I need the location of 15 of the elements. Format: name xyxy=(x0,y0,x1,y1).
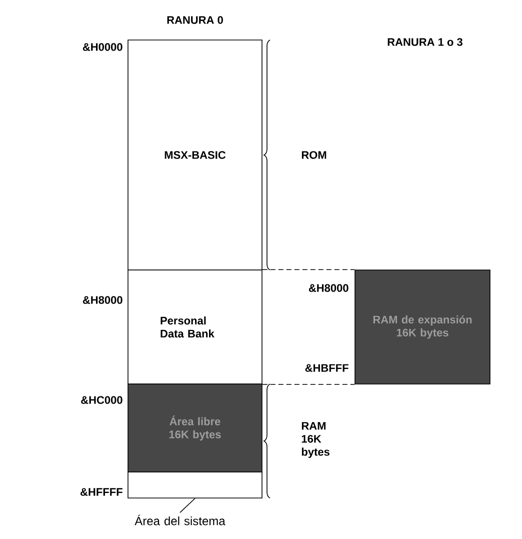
leader-line xyxy=(180,498,196,513)
memory-block xyxy=(128,472,262,498)
slot-heading: RANURA 1 o 3 xyxy=(388,38,462,46)
dashed-line xyxy=(262,384,355,385)
address-label: &HC000 xyxy=(81,396,122,404)
dashed-line xyxy=(262,269,355,270)
slot-heading: RANURA 0 xyxy=(167,16,223,24)
leader-text: Área del sistema xyxy=(134,514,226,526)
memory-block: Personal Data Bank xyxy=(128,270,262,384)
memory-type-label: RAM 16K bytes xyxy=(302,422,330,458)
address-label: &H8000 xyxy=(82,296,122,304)
address-label: &HFFFF xyxy=(80,488,122,496)
shaded-memory-block: RAM de expansión 16K bytes xyxy=(354,270,490,384)
shaded-memory-block: Área libre 16K bytes xyxy=(128,384,262,472)
memory-type-label: ROM xyxy=(302,151,326,159)
